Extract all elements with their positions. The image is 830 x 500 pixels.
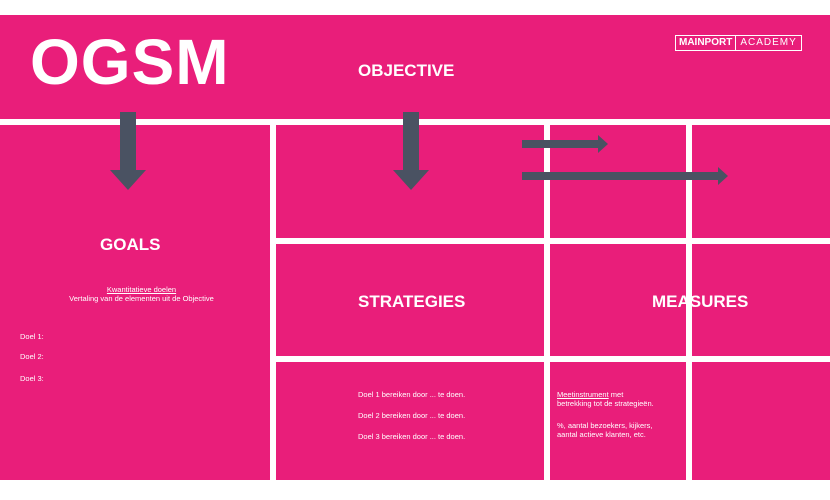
measures-bottom-right-cell [692,362,830,480]
objective-label: OBJECTIVE [358,61,455,80]
goals-subtitle-underlined: Kwantitatieve doelen [106,285,177,294]
measures-bottom-left-cell [550,362,686,480]
right-arrow-lower-head [718,167,728,185]
ogsm-title: OGSM [30,26,230,98]
measures-line-2: betrekking tot de strategieën. [557,399,654,408]
strategy-item-1: Doel 1 bereiken door ... te doen. [358,390,466,399]
strategies-middle-cell [276,244,544,356]
logo-text-left: MAINPORT [679,37,733,48]
down-arrow-goals-head [110,170,146,190]
right-arrow-upper-head [598,135,608,153]
strategies-heading: STRATEGIES [358,292,466,311]
measures-underlined-term: Meetinstrument [557,390,609,399]
measures-line-4: aantal actieve klanten, etc. [557,430,646,439]
measures-line-3: %, aantal bezoekers, kijkers, [557,421,653,430]
goals-heading: GOALS [100,235,161,254]
down-arrow-strategies-shaft [403,112,419,172]
measures-middle-right-cell [692,244,830,356]
goal-item-3: Doel 3: [20,374,44,383]
goal-item-1: Doel 1: [20,332,44,341]
measures-middle-left-cell [550,244,686,356]
strategy-item-3: Doel 3 bereiken door ... te doen. [358,432,466,441]
objective-band [0,15,830,119]
measures-line-1: Meetinstrument met [557,390,623,399]
goals-subtitle-line1: Kwantitatieve doelen [20,285,263,294]
measures-heading: MEASURES [652,292,749,311]
strategies-bottom-cell [276,362,544,480]
measures-line-1-rest: met [608,390,624,399]
down-arrow-goals-shaft [120,112,136,172]
measures-top-right-cell [692,125,830,238]
mainport-academy-logo: MAINPORT ACADEMY [675,35,802,51]
down-arrow-strategies-head [393,170,429,190]
goal-item-2: Doel 2: [20,352,44,361]
strategy-item-2: Doel 2 bereiken door ... te doen. [358,411,466,420]
right-arrow-upper-shaft [522,140,600,148]
goals-subtitle-line2: Vertaling van de elementen uit de Object… [69,294,214,303]
logo-text-right: ACADEMY [735,36,801,50]
goals-panel [0,125,270,480]
right-arrow-lower-shaft [522,172,720,180]
